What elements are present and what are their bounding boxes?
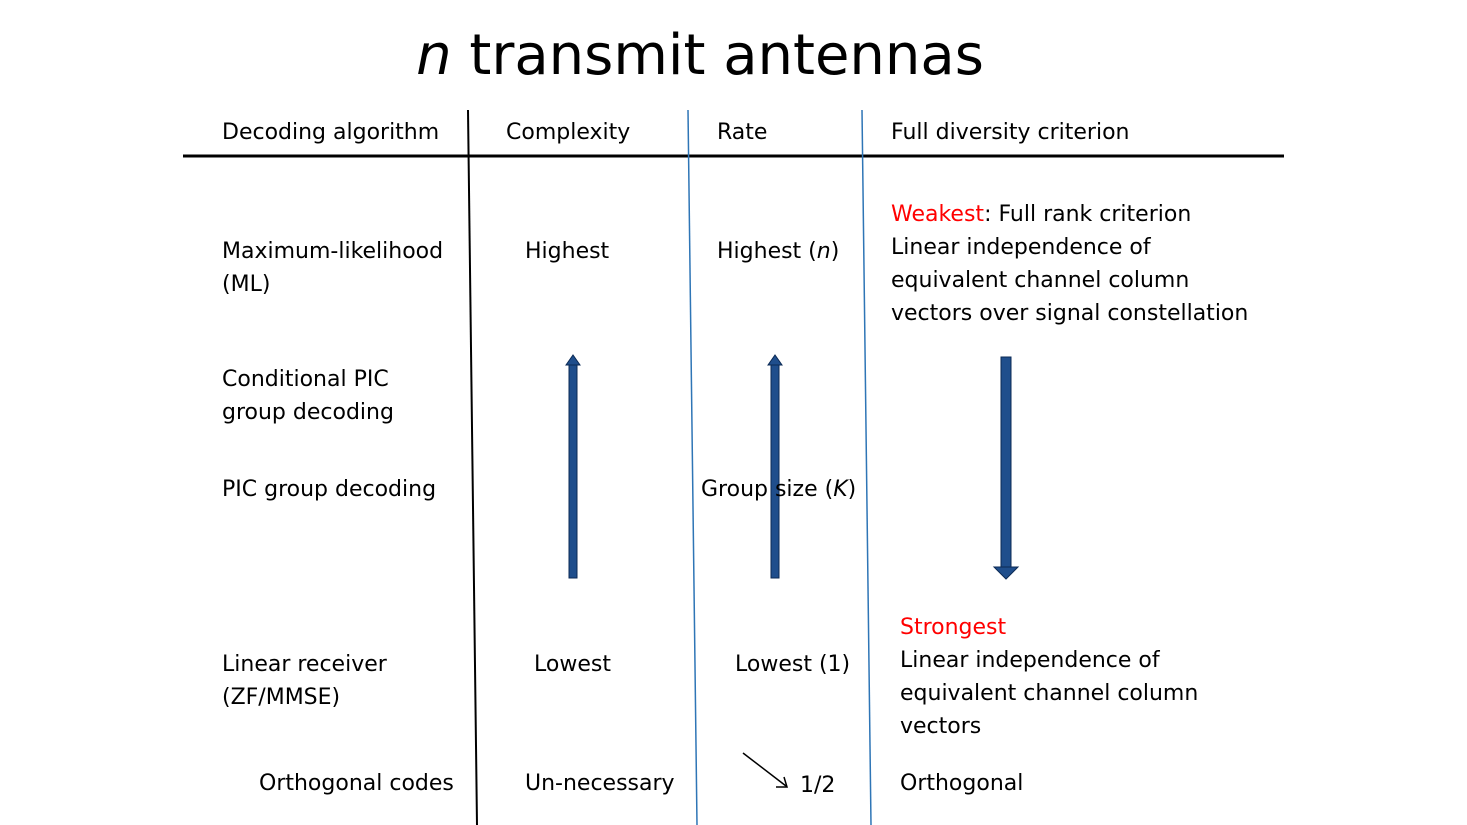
ml-algo-line1: Maximum-likelihood xyxy=(222,239,444,264)
page-title: n transmit antennas xyxy=(0,20,1400,92)
rate-down-right-arrow xyxy=(742,752,789,788)
orth-diversity: Orthogonal xyxy=(900,771,1024,796)
pic-rate-variable: K xyxy=(833,477,848,502)
header-full-diversity: Full diversity criterion xyxy=(891,120,1130,145)
ml-diversity-line2: Linear independence of xyxy=(891,235,1151,260)
header-complexity: Complexity xyxy=(506,120,631,145)
orth-rate: 1/2 xyxy=(800,773,836,798)
linear-algo-line1: Linear receiver xyxy=(222,652,387,677)
ml-diversity-line1: Weakest: Full rank criterion xyxy=(891,202,1192,227)
header-rate: Rate xyxy=(717,120,768,145)
col-divider-blue-2 xyxy=(861,109,872,825)
pic-algo: PIC group decoding xyxy=(222,477,437,502)
weakest-label: Weakest xyxy=(891,202,985,227)
orth-complexity: Un-necessary xyxy=(525,771,675,796)
strongest-label: Strongest xyxy=(900,615,1007,640)
header-decoding-algorithm: Decoding algorithm xyxy=(222,120,440,145)
ml-rate: Highest (n) xyxy=(717,239,840,264)
complexity-up-arrow xyxy=(565,354,581,579)
linear-algo-line2: (ZF/MMSE) xyxy=(222,685,341,710)
ml-rate-variable: n xyxy=(816,239,831,264)
rate-up-arrow xyxy=(767,354,783,579)
linear-rate: Lowest (1) xyxy=(735,652,851,677)
pic-rate: Group size (K) xyxy=(701,477,857,502)
title-variable: n xyxy=(416,23,452,88)
linear-diversity-line2: Linear independence of xyxy=(900,648,1160,673)
title-text: transmit antennas xyxy=(451,23,984,88)
diversity-down-arrow xyxy=(992,356,1020,580)
ml-algo-line2: (ML) xyxy=(222,272,271,297)
ml-diversity-line3: equivalent channel column xyxy=(891,268,1190,293)
cond-pic-algo-line2: group decoding xyxy=(222,400,394,425)
col-divider-black xyxy=(467,109,478,825)
linear-complexity: Lowest xyxy=(534,652,611,677)
linear-diversity-line3: equivalent channel column xyxy=(900,681,1199,706)
ml-complexity: Highest xyxy=(525,239,610,264)
col-divider-blue-1 xyxy=(687,109,698,825)
ml-diversity-line4: vectors over signal constellation xyxy=(891,301,1249,326)
cond-pic-algo-line1: Conditional PIC xyxy=(222,367,389,392)
orth-algo: Orthogonal codes xyxy=(259,771,454,796)
linear-diversity-line4: vectors xyxy=(900,714,982,739)
